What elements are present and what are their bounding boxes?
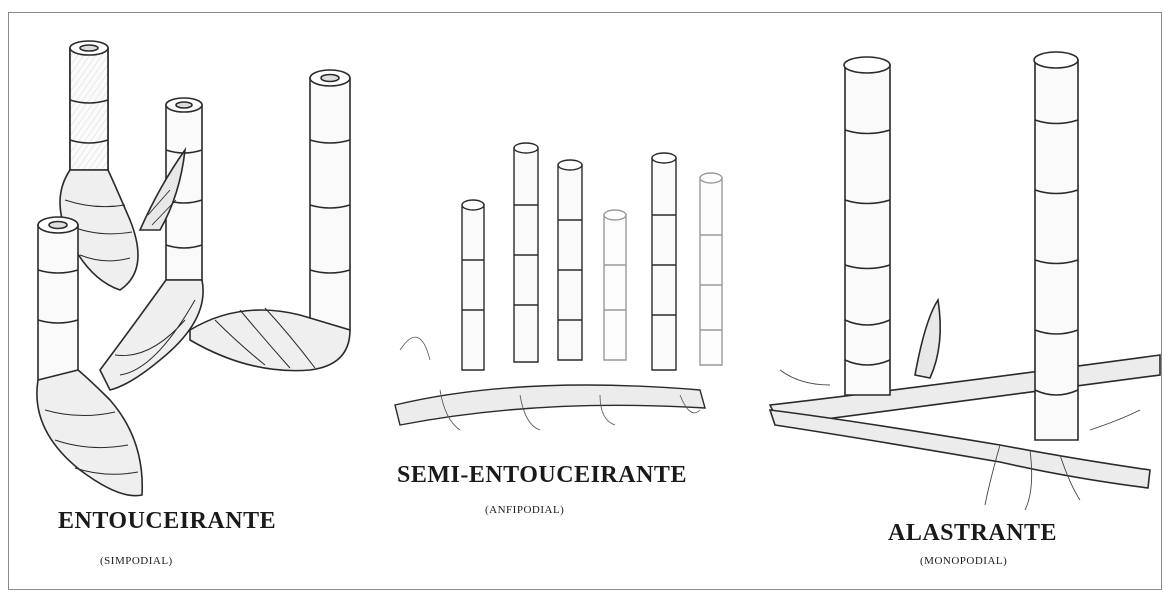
amphipodial-drawing — [395, 143, 722, 430]
sublabel-simpodial: (SIMPODIAL) — [100, 555, 173, 567]
monopodial-drawing — [770, 52, 1160, 510]
label-semi-entouceirante: SEMI-ENTOUCEIRANTE — [397, 462, 687, 489]
sublabel-monopodial: (MONOPODIAL) — [920, 555, 1007, 567]
sublabel-anfipodial: (ANFIPODIAL) — [485, 504, 564, 516]
label-entouceirante: ENTOUCEIRANTE — [58, 508, 276, 535]
label-alastrante: ALASTRANTE — [888, 520, 1057, 547]
sympodial-drawing — [37, 41, 350, 496]
